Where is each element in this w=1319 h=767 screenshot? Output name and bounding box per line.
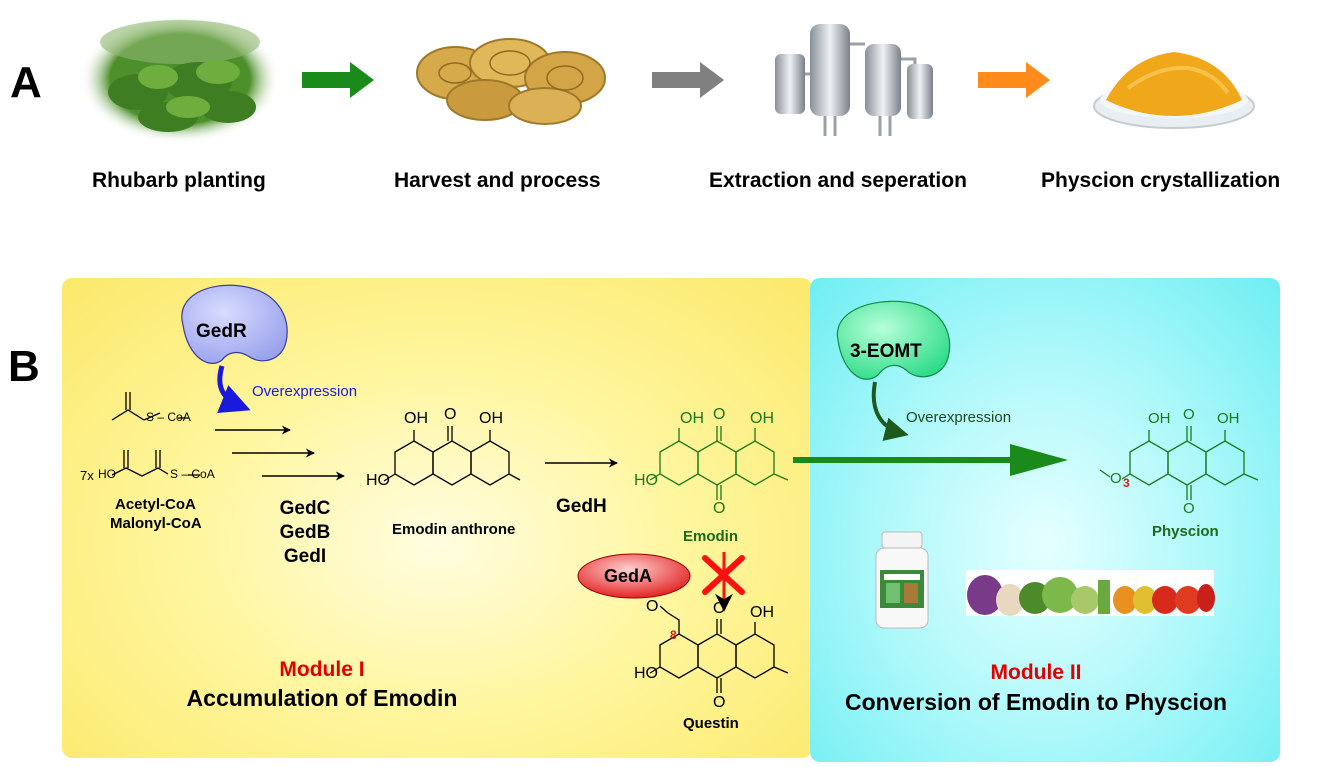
panel-a-letter: A <box>10 58 42 107</box>
questin-o-top: O <box>713 600 726 617</box>
process-arrow-green <box>302 62 374 98</box>
physcion-structure <box>1099 426 1259 500</box>
gedr-label: GedR <box>196 321 247 342</box>
coa-text: CoA <box>191 467 215 481</box>
module-1-title: Module I <box>279 658 365 681</box>
questin-o-bottom: O <box>713 694 726 711</box>
module-2-subtitle: Conversion of Emodin to Physcion <box>844 689 1228 715</box>
conversion-arrow <box>793 444 1068 476</box>
gedi-label: GedI <box>283 546 327 567</box>
s-coa-label-acetyl: S – CoA <box>146 410 191 424</box>
malonyl-coa-label: Malonyl-CoA <box>110 515 202 532</box>
eomt-overexpression-arrow <box>871 381 909 441</box>
emodin-anthrone-structure <box>383 426 521 486</box>
emodin-oh-left: OH <box>680 410 704 427</box>
questin-position-8: 8 <box>670 628 677 642</box>
physcion-oh-left: OH <box>1148 410 1171 427</box>
physcion-oh-right: OH <box>1217 410 1240 427</box>
gedb-label: GedB <box>279 522 331 543</box>
emodin-structure <box>649 426 789 500</box>
anthrone-oh-left: OH <box>404 410 428 427</box>
module-1-subtitle: Accumulation of Emodin <box>186 685 458 711</box>
questin-label: Questin <box>683 715 739 732</box>
emodin-o-bottom: O <box>713 500 726 517</box>
extraction-equipment-image <box>775 24 933 136</box>
module-1-background <box>62 278 812 758</box>
eomt-label: 3-EOMT <box>850 341 922 362</box>
panel-b-letter: B <box>8 342 40 391</box>
emodin-label: Emodin <box>683 528 738 545</box>
anthrone-ho: HO <box>366 472 390 489</box>
physcion-label: Physcion <box>1152 523 1219 540</box>
acetyl-coa-label: Acetyl-CoA <box>115 496 196 513</box>
step-label-planting: Rhubarb planting <box>92 169 266 192</box>
eomt-enzyme-shape <box>836 300 951 380</box>
physcion-powder-dish-image <box>1093 52 1255 129</box>
gedh-label: GedH <box>556 496 607 517</box>
overexpression-label-1: Overexpression <box>252 383 358 400</box>
step-label-crystallization: Physcion crystallization <box>1041 169 1281 192</box>
ho-label-malonyl: HO <box>98 467 116 481</box>
physcion-o-top: O <box>1183 406 1195 423</box>
gedc-label: GedC <box>279 498 331 519</box>
process-arrow-orange <box>978 62 1050 98</box>
physcion-position-3: 3 <box>1123 476 1130 490</box>
anthrone-o-top: O <box>444 406 457 423</box>
multiplier-label: 7x <box>80 468 94 483</box>
s-coa-label-malonyl: S – CoA <box>170 467 215 481</box>
module-2-title: Module II <box>990 661 1082 684</box>
s-atom: S <box>170 467 179 481</box>
questin-oh: OH <box>750 604 774 621</box>
gedr-enzyme-shape <box>181 284 288 365</box>
step-label-harvest: Harvest and process <box>394 169 601 192</box>
emodin-ho: HO <box>634 472 658 489</box>
questin-ho: HO <box>634 665 658 682</box>
pathway-diagram <box>111 284 1259 693</box>
emodin-anthrone-label: Emodin anthrone <box>392 521 516 538</box>
anthrone-oh-right: OH <box>479 410 503 427</box>
questin-methoxy-o: O <box>646 598 659 615</box>
physcion-product-bottle-image <box>875 531 929 629</box>
questin-structure <box>649 605 789 693</box>
rhubarb-plant-image <box>80 15 280 143</box>
malonyl-coa-structure <box>111 450 200 477</box>
geda-enzyme-shape <box>577 553 691 599</box>
acetyl-coa-structure <box>111 392 188 421</box>
emodin-o-top: O <box>713 406 726 423</box>
coa-text: CoA <box>167 410 191 424</box>
rhubarb-slices-image <box>416 38 606 125</box>
physcion-methoxy-o: O <box>1110 470 1122 487</box>
vegetables-image <box>966 570 1215 616</box>
overexpression-label-2: Overexpression <box>906 409 1012 426</box>
physcion-o-bottom: O <box>1183 500 1195 517</box>
process-arrow-gray <box>652 62 724 98</box>
gedr-overexpression-arrow <box>217 365 251 414</box>
s-atom: S <box>146 410 155 424</box>
polyketide-synthase-enzymes: GedC GedB GedI <box>270 497 340 569</box>
emodin-oh-right: OH <box>750 410 774 427</box>
step-label-extraction: Extraction and seperation <box>709 169 967 192</box>
geda-label: GedA <box>604 566 653 586</box>
